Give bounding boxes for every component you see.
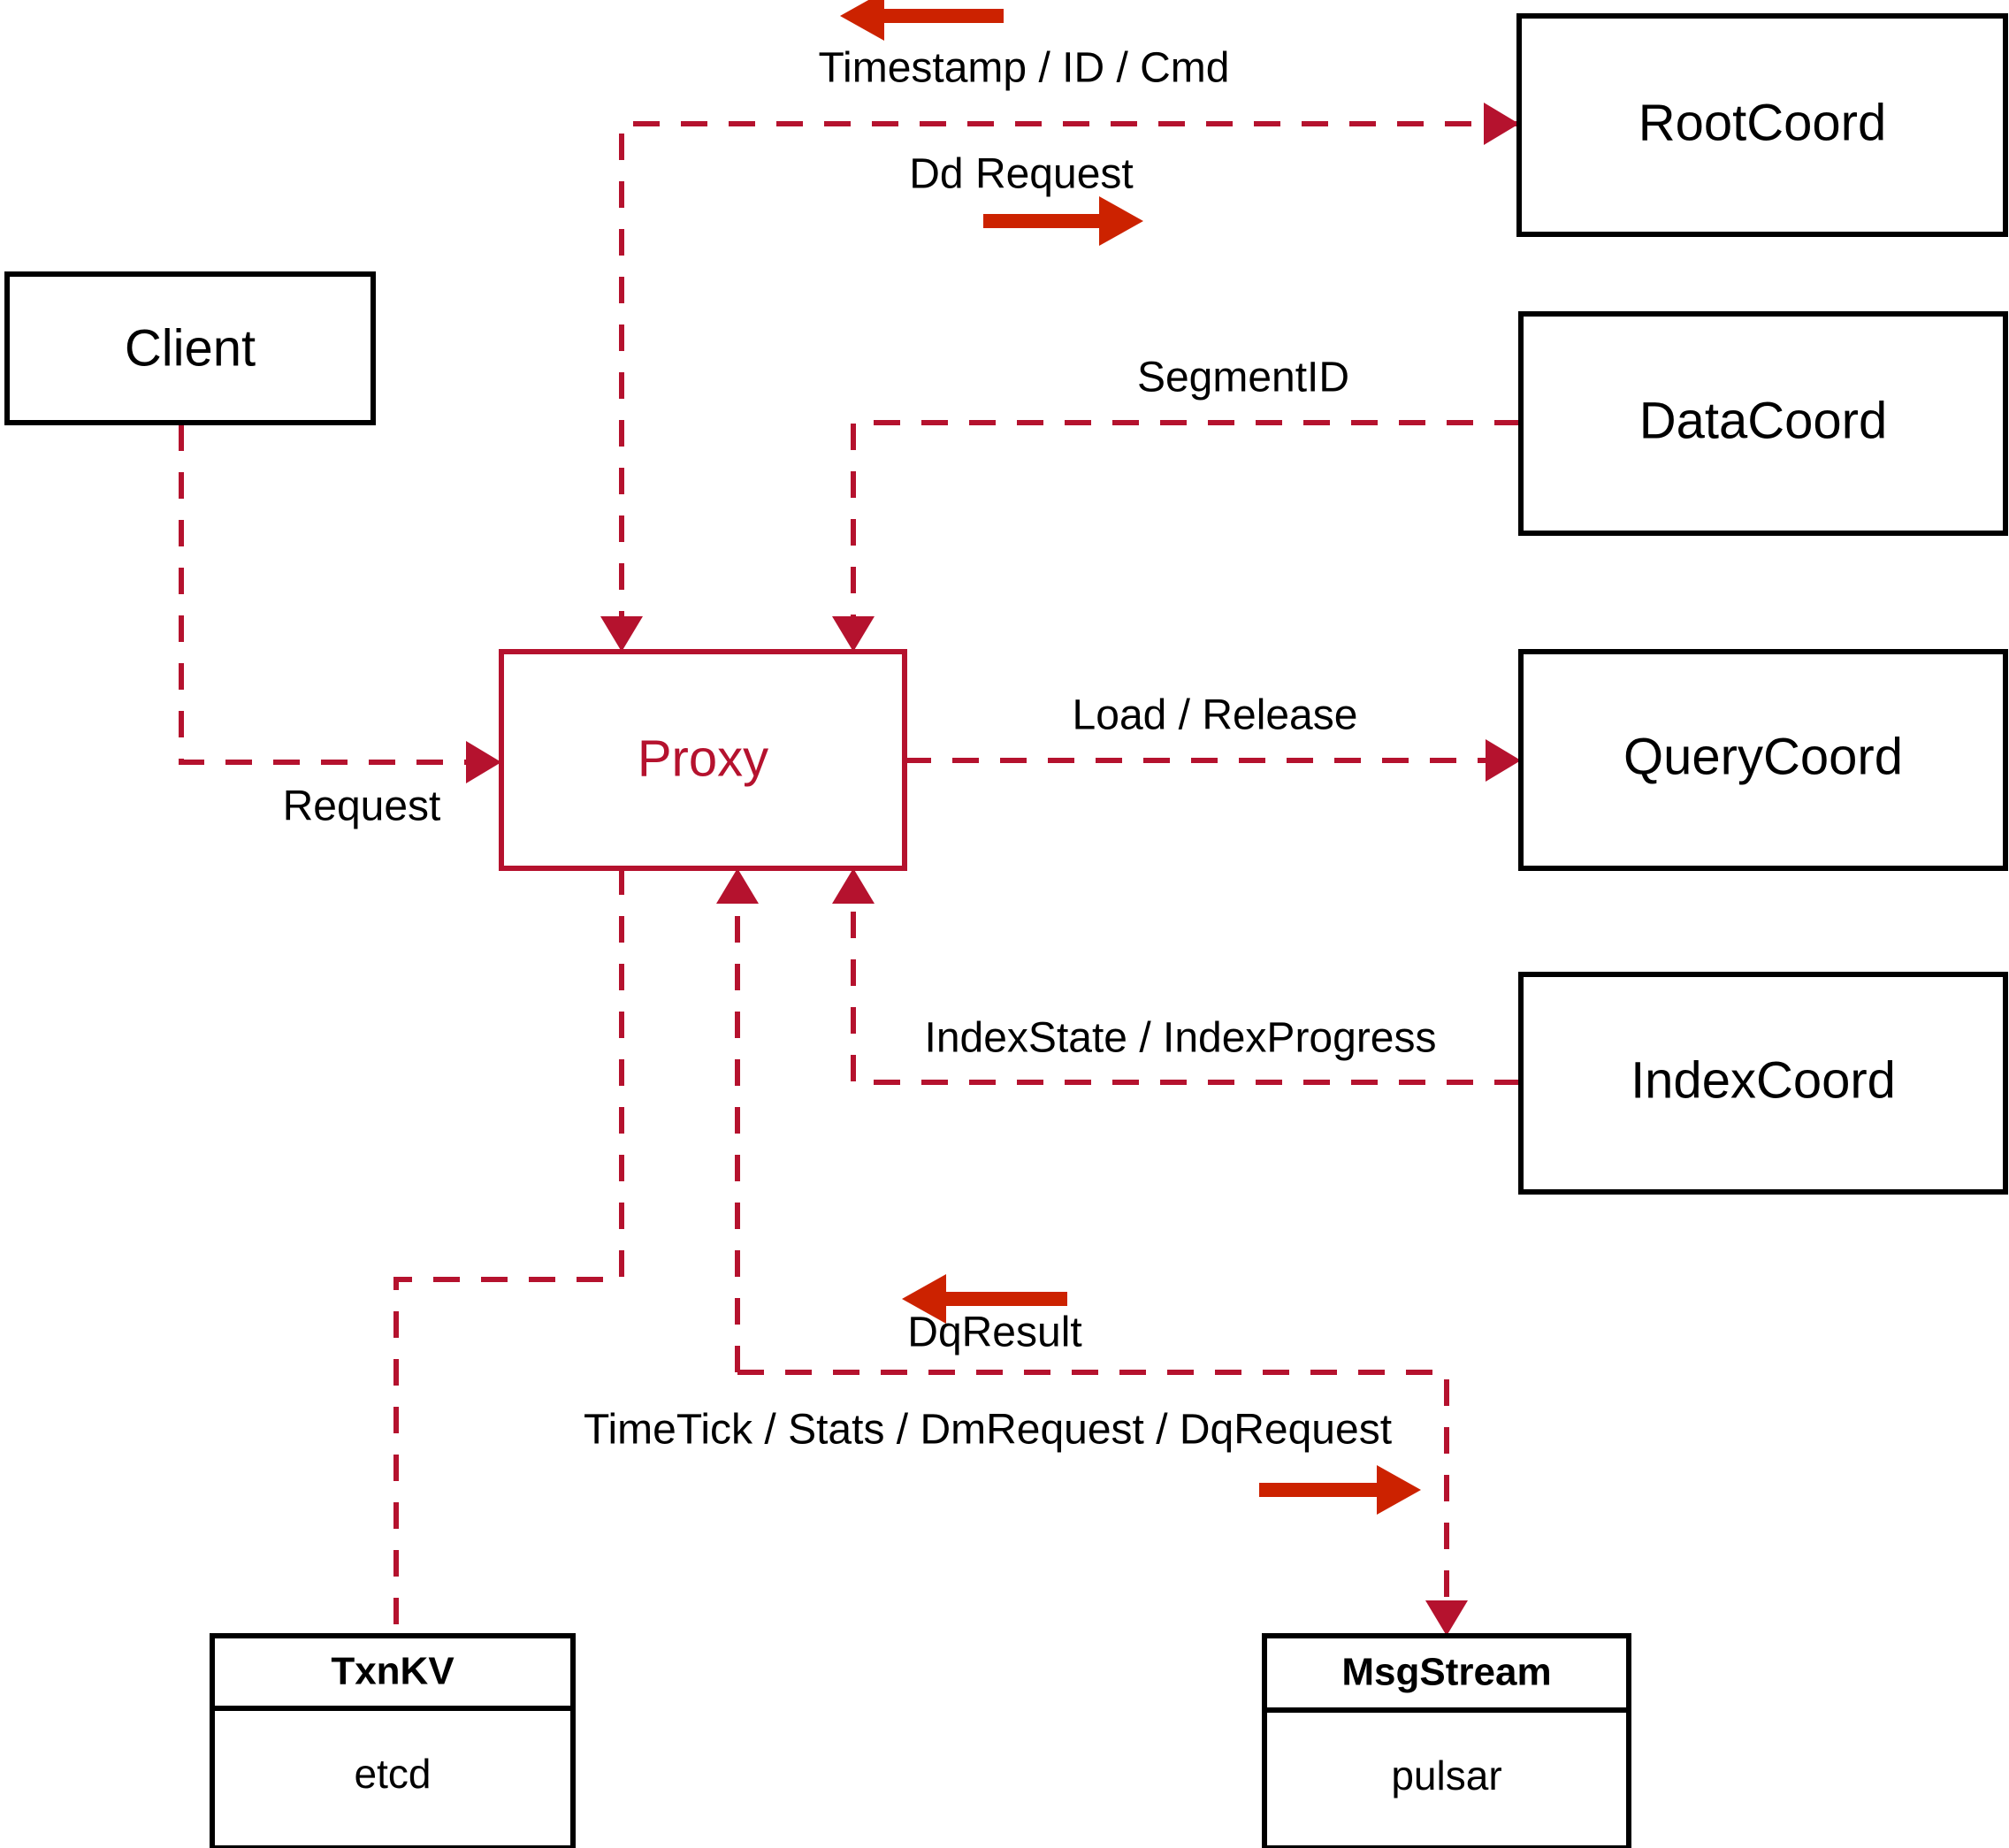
flow-proxy-to-msgstream (737, 1370, 1449, 1623)
direction-arrow-dd-request (983, 196, 1143, 246)
client-box (4, 271, 376, 425)
flow-datacoord-to-proxy (851, 420, 1521, 638)
edge-label-segment-id: SegmentID (1137, 355, 1349, 401)
edge-label-dqresult: DqResult (907, 1310, 1081, 1356)
datacoord-box (1518, 311, 2008, 536)
arrowhead-msgstream-to-proxy (716, 868, 759, 904)
arrowhead-into-querycoord (1486, 739, 1521, 782)
proxy-box (499, 649, 907, 871)
node-msgstream[interactable]: MsgStream pulsar (1262, 1633, 1631, 1848)
rootcoord-box (1516, 13, 2008, 237)
node-querycoord[interactable]: QueryCoord (1518, 649, 2008, 871)
proxy-label: Proxy (638, 729, 768, 787)
flow-rootcoord-to-proxy (619, 121, 1519, 638)
rootcoord-label: RootCoord (1639, 94, 1886, 151)
txnkv-impl-label: etcd (355, 1751, 432, 1797)
direction-arrow-dqresult (902, 1274, 1067, 1324)
arrowhead-client-to-proxy (466, 741, 501, 783)
direction-arrow-timetick (1259, 1465, 1421, 1515)
direction-arrow-timestamp (840, 0, 1004, 41)
txnkv-box (210, 1633, 576, 1848)
edge-label-load-release: Load / Release (1073, 692, 1358, 739)
arrowhead-rootcoord-to-proxy (600, 616, 643, 652)
txnkv-label: TxnKV (331, 1650, 455, 1693)
edge-label-dd-request: Dd Request (909, 151, 1133, 198)
client-label: Client (125, 319, 256, 377)
arrowhead-datacoord-to-proxy (832, 616, 875, 652)
flow-client-to-proxy (179, 424, 488, 765)
node-datacoord[interactable]: DataCoord (1518, 311, 2008, 536)
indexcoord-label: IndexCoord (1631, 1051, 1896, 1109)
edge-label-request: Request (283, 783, 441, 830)
edge-label-index-state-progress: IndexState / IndexProgress (925, 1015, 1437, 1062)
node-rootcoord[interactable]: RootCoord (1516, 13, 2008, 237)
node-indexcoord[interactable]: IndexCoord (1518, 972, 2008, 1195)
querycoord-label: QueryCoord (1623, 728, 1903, 785)
msgstream-impl-label: pulsar (1391, 1753, 1501, 1798)
msgstream-box (1262, 1633, 1631, 1848)
msgstream-label: MsgStream (1341, 1651, 1551, 1694)
node-txnkv[interactable]: TxnKV etcd (210, 1633, 576, 1848)
arrowhead-indexcoord-to-proxy (832, 868, 875, 904)
node-proxy[interactable]: Proxy (499, 649, 907, 871)
edge-label-timetick-stats: TimeTick / Stats / DmRequest / DqRequest (584, 1407, 1392, 1454)
node-client[interactable]: Client (4, 271, 376, 425)
querycoord-box (1518, 649, 2008, 871)
edge-label-timestamp-id-cmd: Timestamp / ID / Cmd (819, 45, 1230, 92)
flow-proxy-to-txnkv (393, 868, 624, 1636)
datacoord-label: DataCoord (1639, 392, 1887, 449)
indexcoord-box (1518, 972, 2008, 1195)
arrowhead-into-rootcoord (1484, 103, 1519, 145)
arrowhead-into-msgstream (1425, 1600, 1468, 1636)
